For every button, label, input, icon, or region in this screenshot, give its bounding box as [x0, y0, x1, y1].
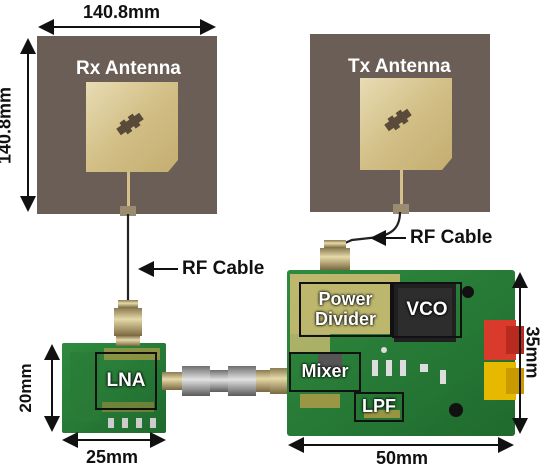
tx-antenna-label: Tx Antenna	[348, 56, 451, 77]
rx-rf-cable-label: RF Cable	[182, 258, 265, 279]
rx-antenna	[37, 36, 217, 216]
rx-antenna-width-label: 140.8mm	[83, 2, 161, 22]
rx-antenna-label: Rx Antenna	[76, 58, 181, 79]
vco-box: VCO	[392, 282, 462, 338]
board-height-label: 35mm	[522, 326, 543, 379]
lna-box: LNA	[95, 352, 157, 410]
main-board	[287, 270, 524, 436]
board-width-label: 50mm	[376, 448, 429, 468]
tx-rf-cable-label: RF Cable	[410, 227, 493, 248]
mixer-box: Mixer	[289, 352, 361, 392]
dimension-lines	[20, 19, 528, 453]
board-sma-connector	[320, 240, 350, 270]
lpf-box: LPF	[354, 392, 404, 422]
tx-antenna	[310, 34, 490, 214]
lna-height-label: 20mm	[16, 363, 35, 413]
lna-sma-connector	[114, 300, 142, 346]
tx-rf-cable	[337, 211, 402, 248]
power-divider-box: Power Divider	[299, 282, 392, 337]
lna-width-label: 25mm	[86, 447, 139, 467]
adapter-chain	[162, 366, 288, 396]
rx-antenna-height-label: 140.8mm	[0, 86, 15, 165]
